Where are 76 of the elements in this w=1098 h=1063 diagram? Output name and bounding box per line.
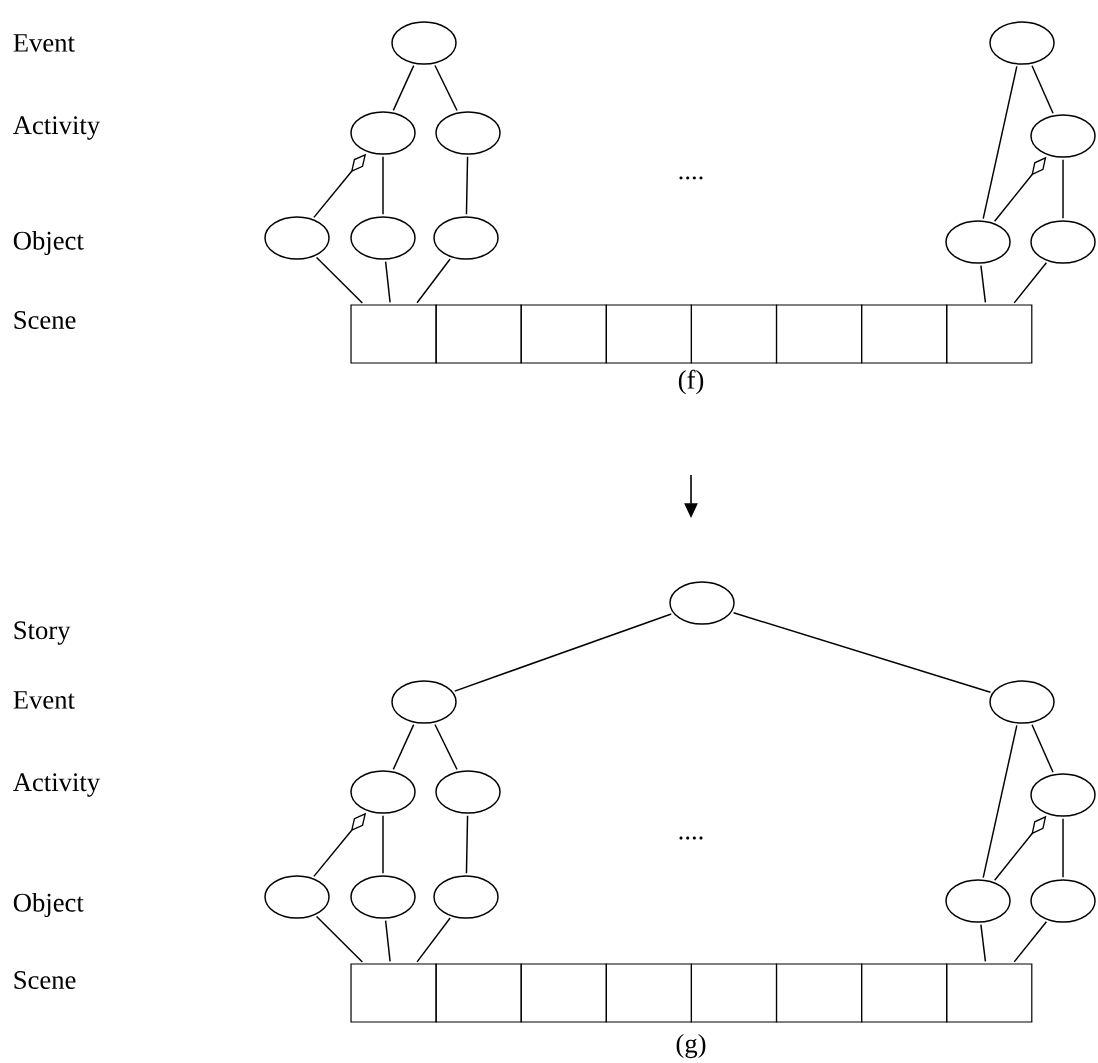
ellipse-node bbox=[350, 770, 416, 814]
ellipse-node bbox=[1030, 879, 1096, 923]
caption: (f) bbox=[678, 369, 704, 395]
connector-line bbox=[384, 919, 391, 963]
ellipse-node bbox=[1030, 114, 1096, 158]
connector-line bbox=[1062, 159, 1064, 219]
connector-line bbox=[454, 613, 672, 692]
ellipse-node bbox=[945, 879, 1011, 923]
connector-line bbox=[1062, 818, 1064, 878]
scene-cell bbox=[946, 963, 1033, 1023]
connector-line bbox=[315, 256, 364, 304]
connector-line bbox=[392, 723, 415, 771]
row-label: Scene bbox=[14, 311, 76, 329]
connector-line bbox=[982, 724, 1018, 879]
scene-cell bbox=[605, 963, 692, 1023]
row-label: Activity bbox=[13, 116, 101, 140]
connector-line bbox=[1031, 64, 1054, 115]
row-label: Activity bbox=[13, 773, 101, 797]
caption: (g) bbox=[676, 1033, 706, 1059]
scene-cell bbox=[946, 304, 1033, 364]
scene-cell bbox=[861, 963, 948, 1023]
connector-line bbox=[434, 723, 458, 771]
connector-line bbox=[982, 65, 1018, 220]
ellipse-node bbox=[350, 875, 416, 919]
connector-line bbox=[1031, 723, 1054, 774]
connector-line bbox=[1013, 262, 1048, 304]
connector-line bbox=[384, 260, 391, 304]
scene-cell bbox=[520, 963, 607, 1023]
scene-cell bbox=[435, 963, 522, 1023]
connector-line bbox=[382, 815, 384, 874]
scene-cell bbox=[775, 963, 863, 1023]
connector-line bbox=[382, 156, 384, 215]
row-label: Event bbox=[13, 691, 75, 709]
connector-line bbox=[980, 264, 987, 304]
connector-line bbox=[465, 815, 469, 874]
ellipse-node bbox=[391, 21, 457, 65]
row-label: Event bbox=[13, 34, 75, 52]
scene-cell bbox=[690, 304, 778, 364]
ellipse-node bbox=[264, 216, 330, 260]
row-label: Object bbox=[13, 230, 84, 256]
ellipse-node bbox=[391, 680, 457, 724]
connector-line bbox=[392, 64, 415, 112]
ellipse-node bbox=[1030, 773, 1096, 817]
row-label: Object bbox=[13, 892, 84, 918]
ellipse-node bbox=[264, 875, 330, 919]
scene-cell bbox=[690, 963, 778, 1023]
scene-cell bbox=[861, 304, 948, 364]
scene-cell bbox=[435, 304, 522, 364]
connector-line bbox=[416, 258, 451, 304]
connector-line bbox=[416, 917, 451, 963]
ellipse-node bbox=[350, 111, 416, 155]
ellipse-node bbox=[669, 581, 735, 625]
scene-cell bbox=[350, 304, 437, 364]
ellipse-node bbox=[435, 770, 501, 814]
connector-line bbox=[732, 612, 992, 693]
row-label: Story bbox=[14, 621, 71, 645]
ellipse-node bbox=[435, 111, 501, 155]
connector-line bbox=[465, 156, 469, 215]
connector-line bbox=[980, 923, 987, 963]
ellipse-node bbox=[350, 216, 416, 260]
caption: .... bbox=[679, 836, 703, 840]
ellipse-node bbox=[1030, 220, 1096, 264]
ellipse-node bbox=[945, 220, 1011, 264]
scene-cell bbox=[775, 304, 863, 364]
row-label: Scene bbox=[14, 971, 76, 989]
connector-line bbox=[434, 64, 458, 112]
scene-cell bbox=[350, 963, 437, 1023]
connector-line bbox=[1013, 921, 1048, 963]
ellipse-node bbox=[989, 680, 1055, 724]
ellipse-node bbox=[989, 21, 1055, 65]
connector-line bbox=[315, 915, 364, 963]
scene-cell bbox=[520, 304, 607, 364]
scene-cell bbox=[605, 304, 692, 364]
ellipse-node bbox=[433, 216, 499, 260]
caption: .... bbox=[679, 176, 703, 180]
ellipse-node bbox=[433, 875, 499, 919]
